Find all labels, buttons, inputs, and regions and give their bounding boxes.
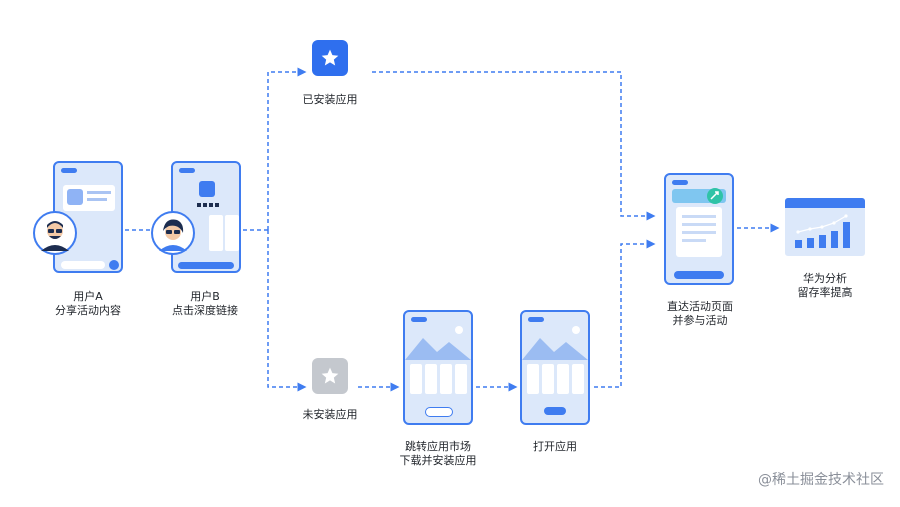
arrow-open-to-activity	[594, 239, 656, 388]
content-card	[225, 215, 239, 251]
banner-mountain-image	[405, 326, 471, 360]
content-card	[209, 215, 223, 251]
phone-status-bar	[672, 180, 688, 185]
analytics-line1: 华为分析	[803, 272, 847, 285]
loading-dots	[197, 203, 219, 207]
arrow-to-not-installed	[267, 230, 307, 392]
activity-label: 直达活动页面 并参与活动	[650, 300, 750, 328]
not-installed-app-tile	[312, 358, 348, 394]
activity-text-line	[682, 215, 716, 218]
send-button	[109, 260, 119, 270]
app-card	[542, 364, 554, 394]
user-b-avatar-icon	[151, 211, 195, 255]
phone-status-bar	[61, 168, 77, 173]
watermark: @稀土掘金技术社区	[758, 472, 884, 488]
user-b-name: 用户B	[190, 290, 220, 303]
analytics-line2: 留存率提高	[797, 286, 853, 299]
user-a-desc: 分享活动内容	[55, 304, 121, 317]
share-card-star-icon	[67, 189, 83, 205]
app-card	[455, 364, 467, 394]
arrow-to-installed	[267, 67, 307, 230]
analytics-dashboard	[785, 198, 865, 256]
star-icon	[321, 367, 339, 384]
user-a-label: 用户A 分享活动内容	[43, 290, 133, 318]
phone-status-bar	[411, 317, 427, 322]
activity-line2: 并参与活动	[672, 314, 728, 327]
join-activity-button	[674, 271, 724, 279]
app-card	[425, 364, 437, 394]
rocket-icon	[707, 188, 723, 204]
installed-app-tile	[312, 40, 348, 76]
app-card	[527, 364, 539, 394]
user-b-desc: 点击深度链接	[172, 304, 238, 317]
open-app-phone	[520, 310, 590, 425]
app-card	[440, 364, 452, 394]
arrow-installed-to-activity	[372, 71, 656, 221]
install-button	[425, 407, 453, 417]
app-star-icon	[199, 181, 215, 197]
app-store-line2: 下载并安装应用	[399, 454, 477, 467]
message-input	[61, 261, 105, 269]
user-a-avatar-icon	[33, 211, 77, 255]
activity-phone	[664, 173, 734, 285]
activity-text-line	[682, 231, 716, 234]
activity-text-line	[682, 239, 706, 242]
app-card	[557, 364, 569, 394]
dashboard-header	[785, 198, 865, 208]
app-store-line1: 跳转应用市场	[405, 440, 471, 453]
activity-line1: 直达活动页面	[667, 300, 733, 313]
user-b-label: 用户B 点击深度链接	[160, 290, 250, 318]
banner-mountain-image	[522, 326, 588, 360]
share-card-text	[87, 198, 107, 201]
open-button	[544, 407, 566, 415]
activity-text-line	[682, 223, 716, 226]
star-icon	[321, 49, 339, 66]
app-card	[410, 364, 422, 394]
user-a-name: 用户A	[73, 290, 103, 303]
phone-status-bar	[179, 168, 195, 173]
analytics-label: 华为分析 留存率提高	[775, 272, 875, 300]
app-card	[572, 364, 584, 394]
phone-status-bar	[528, 317, 544, 322]
deep-link-bar	[178, 262, 234, 269]
app-store-phone	[403, 310, 473, 425]
open-app-label: 打开应用	[533, 440, 577, 453]
share-card-text	[87, 191, 111, 194]
not-installed-label: 未安装应用	[302, 408, 358, 421]
installed-label: 已安装应用	[302, 93, 358, 106]
app-store-label: 跳转应用市场 下载并安装应用	[390, 440, 486, 468]
chart-icon	[795, 214, 850, 248]
